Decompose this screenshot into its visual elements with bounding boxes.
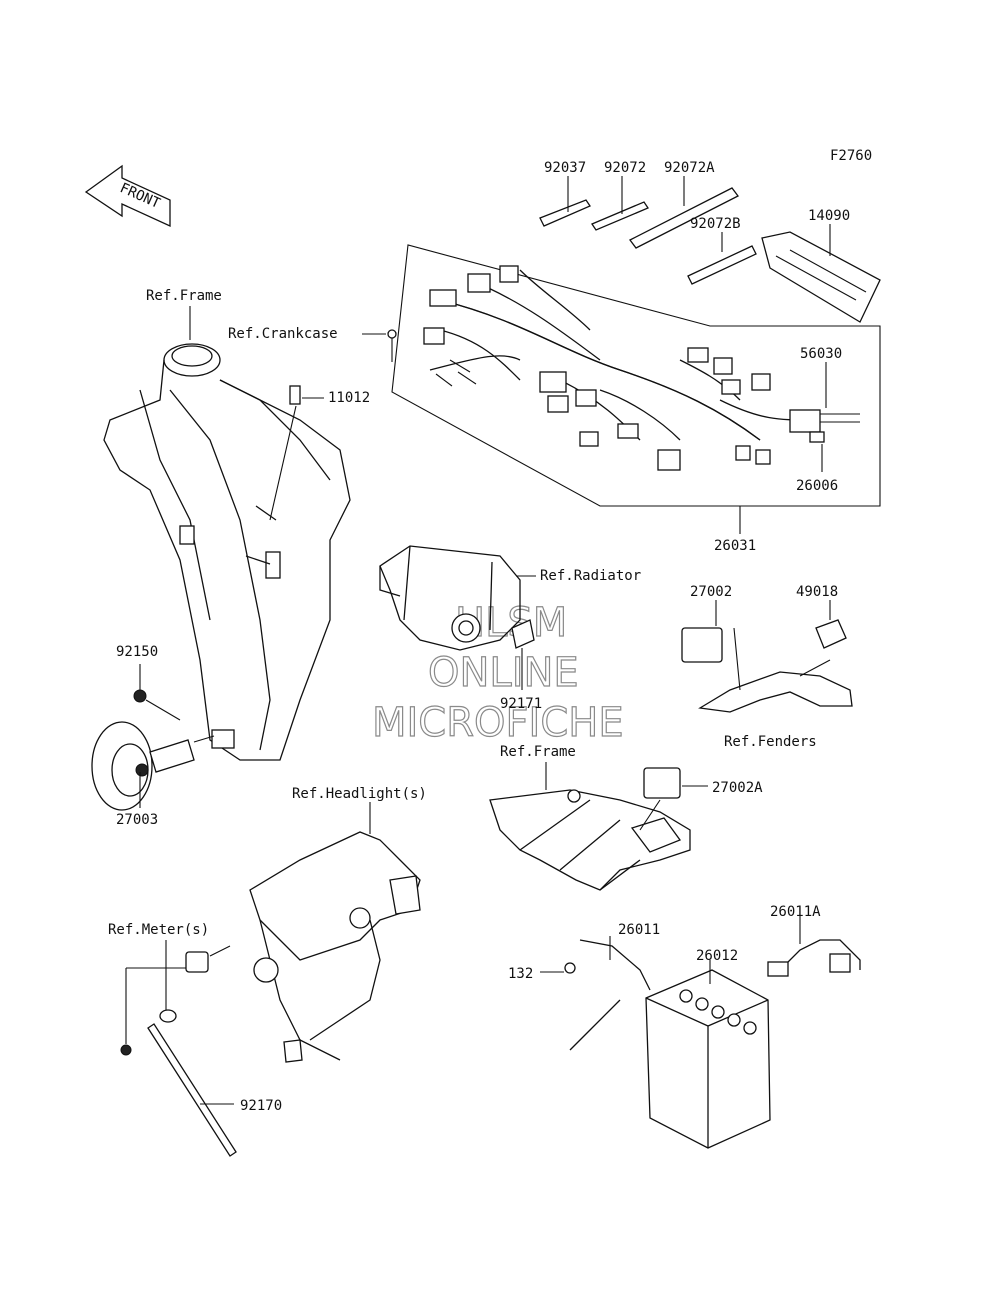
connector: [713, 357, 733, 375]
grommet: [185, 951, 209, 973]
bolt: [387, 329, 397, 339]
battery-26012: [645, 960, 771, 1149]
watermark-line-2: ONLINE: [428, 650, 579, 696]
part-labels: 92037 92072 92072A 92072B 14090 Ref.Fram…: [108, 160, 850, 1114]
bolt-132: [564, 962, 576, 974]
connector: [687, 347, 709, 363]
label-ref-meter: Ref.Meter(s): [108, 922, 209, 938]
washer: [159, 1009, 177, 1023]
label-26012: 26012: [696, 948, 738, 964]
fuse-26006: [809, 431, 825, 443]
radiator-ref: [379, 545, 536, 690]
label-92072: 92072: [604, 160, 646, 176]
relay-56030: [789, 409, 821, 433]
horn-27003: [91, 721, 195, 811]
harness-cover: [761, 231, 881, 323]
connector: [547, 395, 569, 413]
label-49018: 49018: [796, 584, 838, 600]
watermark: HLSM ONLINE MICROFICHE: [371, 599, 624, 746]
front-arrow-icon: FRONT: [84, 164, 171, 228]
terminal: [829, 953, 851, 973]
connector: [751, 373, 771, 391]
cable-26011: [579, 939, 651, 991]
connector: [735, 445, 751, 461]
label-27003: 27003: [116, 812, 158, 828]
connector: [579, 431, 599, 447]
label-92037: 92037: [544, 160, 586, 176]
main-wiring-harness: [423, 265, 811, 471]
band-92170: [147, 1023, 237, 1157]
label-26031: 26031: [714, 538, 756, 554]
label-56030: 56030: [800, 346, 842, 362]
regulator-27002: [681, 627, 723, 663]
label-26011: 26011: [618, 922, 660, 938]
connector: [617, 423, 639, 439]
label-92150: 92150: [116, 644, 158, 660]
headlight-ref: [249, 802, 421, 1063]
part-11012: [289, 385, 301, 405]
label-92170: 92170: [240, 1098, 282, 1114]
part-49018: [815, 619, 847, 649]
label-26006: 26006: [796, 478, 838, 494]
figure-code: F2760: [830, 148, 872, 164]
terminal: [767, 961, 789, 977]
fenders-ref: [698, 671, 853, 713]
cable-26011A: [779, 939, 861, 971]
connector: [657, 449, 681, 471]
cable-26011-lower: [569, 999, 621, 1051]
label-ref-fenders: Ref.Fenders: [724, 734, 817, 750]
label-11012: 11012: [328, 390, 370, 406]
connector: [575, 389, 597, 407]
connector: [721, 379, 741, 395]
connector: [755, 449, 771, 465]
connector: [467, 273, 491, 293]
connector: [429, 289, 457, 307]
watermark-line-3: MICROFICHE: [372, 700, 624, 746]
frame-ref: [103, 343, 351, 761]
label-27002: 27002: [690, 584, 732, 600]
label-132: 132: [508, 966, 533, 982]
label-ref-crankcase: Ref.Crankcase: [228, 326, 338, 342]
label-14090: 14090: [808, 208, 850, 224]
bolt: [120, 1044, 132, 1056]
label-26011A: 26011A: [770, 904, 821, 920]
label-27002A: 27002A: [712, 780, 763, 796]
label-92072B: 92072B: [690, 216, 741, 232]
connector: [423, 327, 445, 345]
label-92072A: 92072A: [664, 160, 715, 176]
label-ref-frame-top: Ref.Frame: [146, 288, 222, 304]
cable-ties: [539, 187, 757, 285]
connector: [539, 371, 567, 393]
label-ref-frame-mid: Ref.Frame: [500, 744, 576, 760]
label-ref-radiator: Ref.Radiator: [540, 568, 641, 584]
harness-box: [391, 244, 881, 507]
relay-27002A: [643, 767, 681, 799]
connector: [499, 265, 519, 283]
bolt-92150: [133, 689, 147, 703]
label-92171: 92171: [500, 696, 542, 712]
frame-mid-ref: [489, 762, 708, 891]
label-ref-headlight: Ref.Headlight(s): [292, 786, 427, 802]
